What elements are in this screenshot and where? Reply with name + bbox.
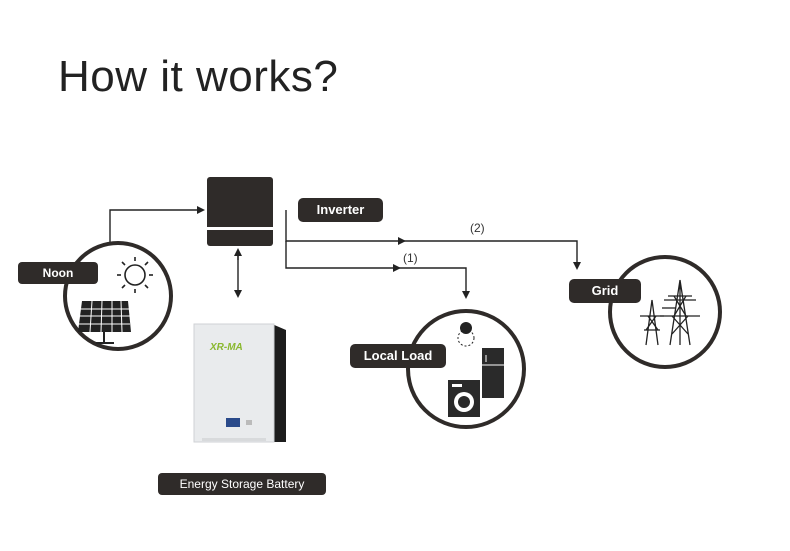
local-load-node xyxy=(406,309,526,429)
noon-node xyxy=(63,241,173,351)
battery-brand-logo: XR-MA xyxy=(210,342,243,353)
flow-2-label: (2) xyxy=(470,221,485,235)
washing-machine-icon xyxy=(448,380,480,417)
noon-label: Noon xyxy=(18,262,98,284)
solar-panel-icon xyxy=(78,300,131,344)
lamp-icon xyxy=(457,322,475,347)
battery-icon xyxy=(193,323,286,443)
sun-icon xyxy=(117,257,153,293)
inverter-icon xyxy=(207,177,273,246)
battery-label: Energy Storage Battery xyxy=(158,473,326,495)
flow-1-label: (1) xyxy=(403,251,418,265)
solar-to-inverter-line xyxy=(109,206,205,243)
fridge-icon xyxy=(482,348,504,398)
connection-lines xyxy=(109,206,581,299)
inverter-label: Inverter xyxy=(298,198,383,222)
inverter-to-grid-line xyxy=(285,210,581,270)
grid-label: Grid xyxy=(569,279,641,303)
local-load-label: Local Load xyxy=(350,344,446,368)
grid-node xyxy=(608,255,722,369)
inverter-to-load-line xyxy=(285,241,470,299)
power-tower-icon xyxy=(640,279,700,346)
page-title: How it works? xyxy=(58,52,339,101)
